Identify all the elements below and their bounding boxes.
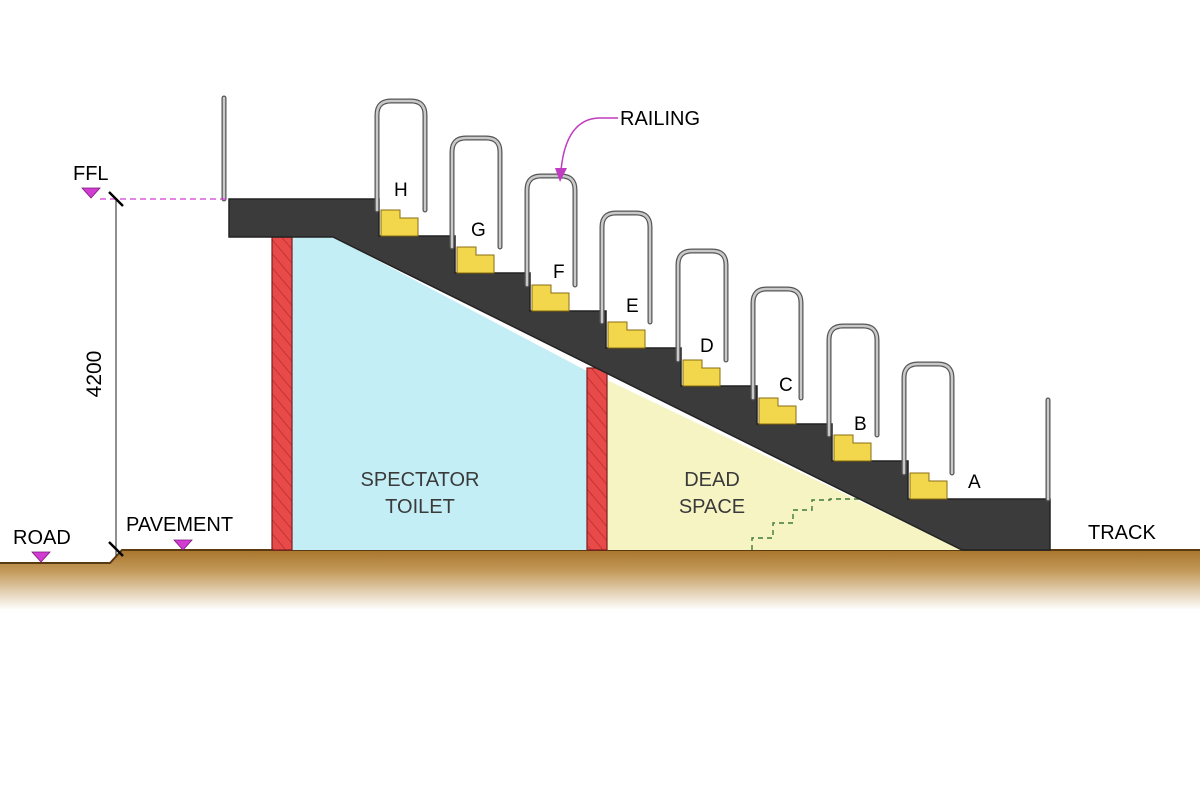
row-label: F (553, 262, 565, 283)
railing-b (826, 323, 880, 438)
row-label: E (626, 296, 639, 317)
ground (0, 549, 1200, 610)
pavement-label: PAVEMENT (126, 514, 233, 536)
concrete-terrace-slab (228, 198, 1051, 551)
track-label: TRACK (1088, 522, 1156, 544)
dead-space-area (607, 380, 962, 550)
seat-g (456, 246, 495, 274)
road-marker-icon (31, 551, 51, 563)
railing-a (901, 361, 955, 476)
railing-f (524, 173, 578, 288)
seat-a (909, 472, 948, 500)
seat-d (682, 359, 721, 387)
toilet-right-wall (586, 367, 608, 551)
railing-callout-arrow (555, 117, 618, 182)
ffl-marker-icon (81, 187, 101, 199)
spectator-toilet-room (292, 237, 587, 550)
railing-e (599, 210, 653, 325)
height-dimension-label: 4200 (83, 351, 106, 398)
dead-space-label-line1: DEAD (684, 469, 740, 491)
height-dimension: 4200 (83, 191, 124, 557)
row-label: B (854, 414, 867, 435)
row-label: G (471, 220, 486, 241)
row-labels: H G F E D C B A (394, 180, 981, 493)
dead-space-dashed-steps (751, 498, 905, 550)
railing-g (449, 135, 503, 250)
seat-c (758, 397, 797, 425)
railing-c (750, 286, 804, 401)
pavement-marker-icon (173, 539, 193, 551)
row-label: D (700, 336, 714, 357)
seat-e (607, 321, 646, 349)
road-label: ROAD (13, 527, 71, 549)
railing-h (374, 98, 428, 213)
ffl-label: FFL (73, 163, 109, 185)
seats (380, 209, 948, 500)
toilet-label-line2: TOILET (385, 496, 455, 518)
row-label: C (779, 375, 793, 396)
toilet-label-line1: SPECTATOR (361, 469, 480, 491)
toilet-left-wall (271, 236, 293, 551)
railing-label: RAILING (620, 108, 700, 130)
seat-h (380, 209, 419, 237)
railings (221, 95, 1051, 502)
row-label: A (968, 472, 981, 493)
seat-b (833, 434, 872, 462)
row-label: H (394, 180, 408, 201)
dead-space-label-line2: SPACE (679, 496, 745, 518)
seat-f (531, 284, 570, 312)
railing-d (675, 248, 729, 363)
